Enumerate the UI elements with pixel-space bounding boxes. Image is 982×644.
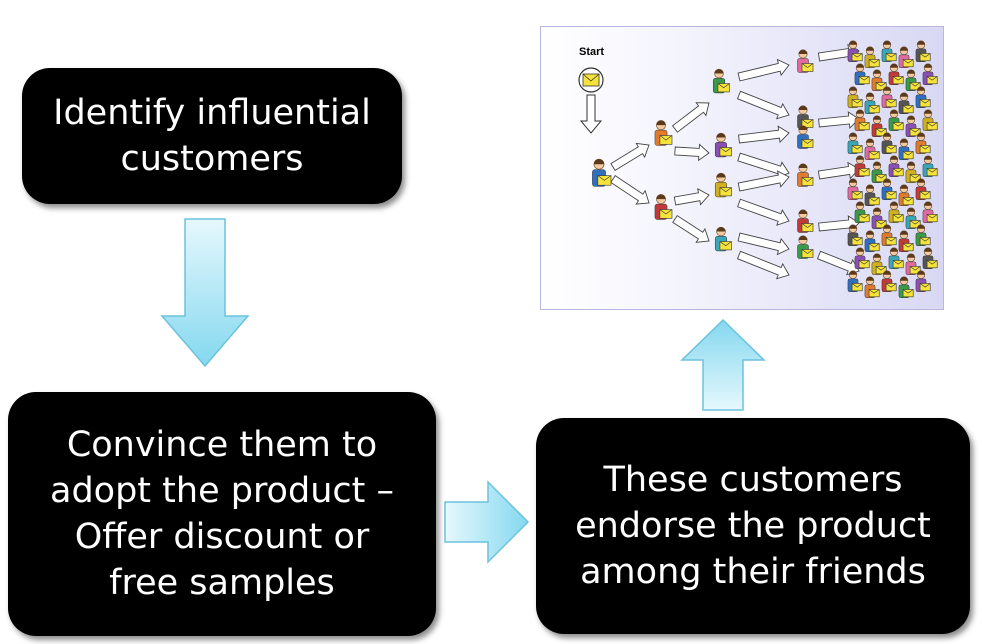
person-with-envelope-icon [881, 86, 897, 108]
person-with-envelope-icon [864, 138, 880, 160]
person-with-envelope-icon [915, 178, 931, 200]
spread-arrow-icon [671, 102, 710, 133]
person-with-envelope-icon [881, 224, 897, 246]
spread-arrow-icon [736, 250, 790, 280]
spread-arrow-icon [674, 143, 710, 162]
person-with-envelope-icon [797, 163, 814, 187]
person-with-envelope-icon [864, 46, 880, 68]
person-with-envelope-icon [915, 132, 931, 154]
spread-arrow-icon [672, 215, 710, 243]
start-down-arrow-icon [579, 94, 603, 134]
person-with-envelope-icon [905, 69, 921, 91]
person-with-envelope-icon [847, 40, 863, 62]
person-with-envelope-icon [847, 224, 863, 246]
person-with-envelope-icon [864, 276, 880, 298]
spread-arrow-icon [610, 142, 650, 172]
person-with-envelope-icon [898, 138, 914, 160]
person-with-envelope-icon [871, 253, 887, 275]
step-identify-box: Identify influential customers [22, 68, 402, 204]
spread-arrow-icon [737, 198, 790, 226]
person-with-envelope-icon [714, 226, 732, 252]
arrow-down-icon [160, 218, 250, 368]
spread-arrow-icon [738, 125, 790, 144]
spread-arrow-icon [736, 90, 790, 120]
person-with-envelope-icon [797, 209, 814, 233]
person-with-envelope-icon [797, 125, 814, 149]
person-with-envelope-icon [871, 115, 887, 137]
person-with-envelope-icon [922, 109, 938, 131]
person-with-envelope-icon [888, 247, 904, 269]
person-with-envelope-icon [864, 184, 880, 206]
person-with-envelope-icon [864, 92, 880, 114]
step-identify-text: Identify influential customers [53, 92, 371, 179]
arrow-up-icon [680, 318, 766, 411]
person-with-envelope-icon [847, 270, 863, 292]
person-with-envelope-icon [898, 276, 914, 298]
step-endorse-box: These customers endorse the product amon… [536, 418, 970, 634]
person-with-envelope-icon [797, 49, 814, 73]
spread-arrow-icon [610, 175, 650, 205]
person-with-envelope-icon [922, 201, 938, 223]
person-with-envelope-icon [881, 178, 897, 200]
person-with-envelope-icon [898, 46, 914, 68]
person-with-envelope-icon [905, 115, 921, 137]
person-with-envelope-icon [905, 253, 921, 275]
person-with-envelope-icon [922, 247, 938, 269]
person-with-envelope-icon [881, 40, 897, 62]
person-with-envelope-icon [915, 86, 931, 108]
person-with-envelope-icon [905, 161, 921, 183]
person-with-envelope-icon [922, 63, 938, 85]
person-with-envelope-icon [854, 63, 870, 85]
person-with-envelope-icon [864, 230, 880, 252]
viral-spread-illustration: Start [540, 26, 944, 310]
person-with-envelope-icon [888, 109, 904, 131]
arrow-right-icon [444, 480, 530, 564]
person-with-envelope-icon [714, 172, 732, 198]
person-with-envelope-icon [854, 109, 870, 131]
person-with-envelope-icon [592, 158, 612, 187]
person-with-envelope-icon [871, 161, 887, 183]
person-with-envelope-icon [888, 155, 904, 177]
step-convince-box: Convince them to adopt the product – Off… [8, 392, 436, 636]
person-with-envelope-icon [881, 270, 897, 292]
person-with-envelope-icon [888, 63, 904, 85]
person-with-envelope-icon [922, 155, 938, 177]
person-with-envelope-icon [797, 105, 814, 129]
person-with-envelope-icon [847, 178, 863, 200]
person-with-envelope-icon [871, 207, 887, 229]
viral-spread-graphic: Start [578, 40, 938, 298]
person-with-envelope-icon [888, 201, 904, 223]
start-envelope-icon [578, 67, 604, 93]
person-with-envelope-icon [847, 86, 863, 108]
person-with-envelope-icon [712, 68, 730, 94]
person-with-envelope-icon [854, 201, 870, 223]
person-with-envelope-icon [905, 207, 921, 229]
spread-arrow-icon [737, 232, 790, 256]
person-with-envelope-icon [881, 132, 897, 154]
step-endorse-text: These customers endorse the product amon… [575, 459, 931, 593]
spread-arrow-icon [737, 58, 790, 82]
person-with-envelope-icon [714, 132, 732, 158]
person-with-envelope-icon [847, 132, 863, 154]
person-with-envelope-icon [915, 40, 931, 62]
person-with-envelope-icon [898, 230, 914, 252]
person-with-envelope-icon [854, 155, 870, 177]
step-convince-text: Convince them to adopt the product – Off… [50, 424, 394, 604]
person-with-envelope-icon [898, 184, 914, 206]
spread-arrow-icon [673, 188, 710, 206]
person-with-envelope-icon [915, 270, 931, 292]
person-with-envelope-icon [654, 194, 673, 220]
person-with-envelope-icon [871, 69, 887, 91]
person-with-envelope-icon [915, 224, 931, 246]
person-with-envelope-icon [654, 120, 673, 146]
person-with-envelope-icon [797, 235, 814, 259]
start-label: Start [579, 46, 604, 58]
person-with-envelope-icon [898, 92, 914, 114]
person-with-envelope-icon [854, 247, 870, 269]
spread-arrow-icon [817, 161, 860, 180]
spread-arrow-icon [737, 170, 790, 192]
spread-arrow-icon [818, 111, 860, 129]
